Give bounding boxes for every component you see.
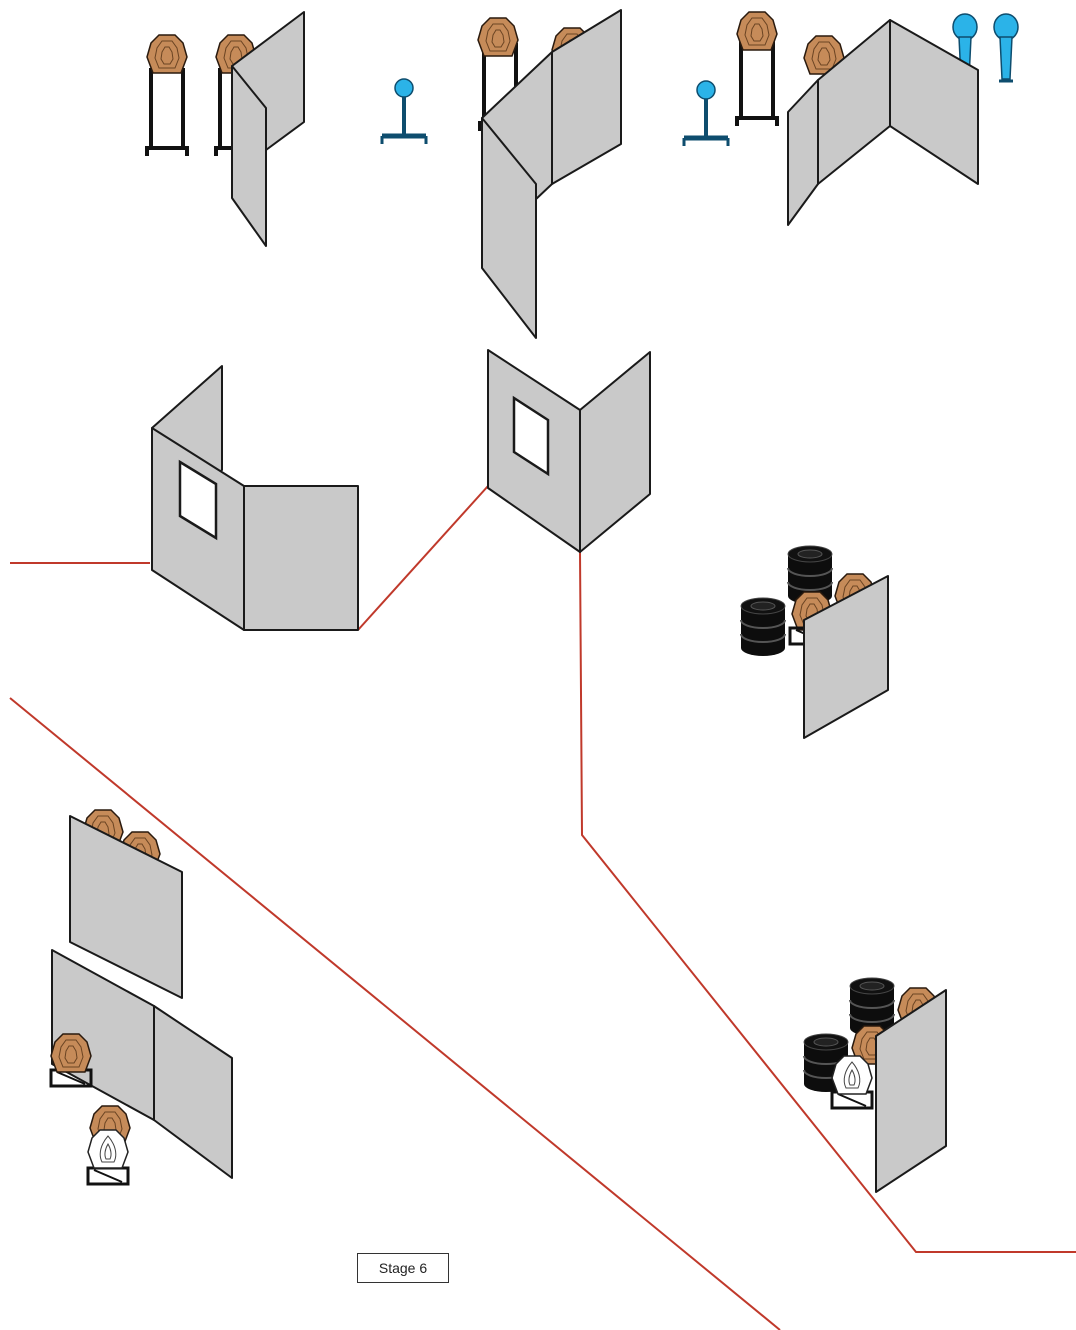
- wall-panel: [243, 485, 359, 631]
- wall-panel: [231, 65, 267, 247]
- wall-panel: [803, 575, 889, 739]
- paper-target-icon: [50, 1033, 92, 1073]
- wall-panel: [889, 19, 979, 185]
- target-array-top-middle: [477, 9, 622, 339]
- tall-stand: [735, 38, 779, 126]
- steel-plate-icon: [382, 79, 426, 144]
- window-wall-left: [151, 365, 359, 631]
- paper-target-icon: [736, 11, 778, 51]
- wall-window: [512, 395, 550, 477]
- wall-panel: [153, 1005, 233, 1179]
- target-array-top-left: [145, 11, 305, 247]
- wall-panel: [579, 351, 651, 553]
- stage-label: Stage 6: [357, 1253, 449, 1283]
- paper-target-icon: [146, 34, 188, 74]
- wall-panel: [875, 989, 947, 1193]
- white-no-shoot-target-icon: [87, 1129, 129, 1169]
- window-wall-center: [487, 349, 651, 553]
- wall-panel: [69, 815, 183, 999]
- fault-lines: [9, 485, 1076, 1330]
- steel-plate-icon: [684, 81, 728, 146]
- steel-popper-icon: [992, 12, 1020, 83]
- wall-panel: [481, 117, 537, 339]
- short-base: [86, 1166, 130, 1186]
- target-array-top-right: [735, 11, 1020, 226]
- wall-window: [178, 459, 218, 541]
- wall-panel: [787, 79, 819, 226]
- tall-stand: [145, 68, 189, 156]
- target-array-bottom-left: [49, 809, 233, 1186]
- barrel-cluster-bottom-right: [803, 977, 947, 1193]
- barrel-icon: [740, 597, 786, 657]
- white-no-shoot-target-icon: [831, 1055, 873, 1095]
- wall-panel: [151, 427, 245, 631]
- paper-target-icon: [477, 17, 519, 57]
- barrel-cluster-middle: [740, 545, 889, 739]
